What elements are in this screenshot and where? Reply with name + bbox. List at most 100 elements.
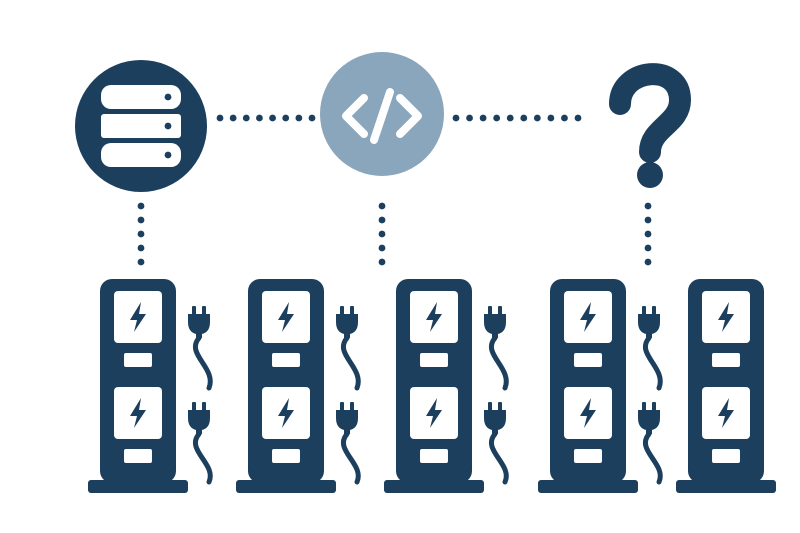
connector-dot (242, 114, 250, 122)
plug-prong (652, 306, 656, 315)
charging-station-2 (236, 279, 361, 493)
api-to-unknown-connector (452, 114, 582, 122)
plug-prong (202, 306, 206, 315)
lightning-bolt-icon (130, 398, 146, 428)
plug-prong (488, 306, 492, 315)
status-indicator (574, 353, 602, 367)
plug-prong (642, 402, 646, 411)
connector-dot (378, 216, 386, 224)
question-mark-icon (609, 63, 691, 188)
database-to-charger-connector (137, 202, 145, 266)
lightning-bolt-icon (580, 302, 596, 332)
connector-dot (378, 244, 386, 252)
charging-bay (564, 291, 612, 367)
connector-dot (452, 114, 460, 122)
connector-dot (378, 202, 386, 210)
charging-cable (341, 431, 361, 485)
unknown-to-charger-connector (644, 202, 652, 266)
connector-dot (644, 244, 652, 252)
charging-cable (643, 335, 663, 391)
lightning-bolt-icon (278, 398, 294, 428)
plug-neck (646, 332, 652, 338)
plug-prong (340, 402, 344, 411)
charging-cable (341, 335, 361, 391)
charging-bay (410, 387, 458, 463)
charging-bay (702, 387, 750, 463)
database-disk-top (101, 85, 181, 109)
plug-prong (498, 306, 502, 315)
plug-body (336, 314, 358, 334)
charging-plug-icon (336, 402, 361, 485)
code-slash (370, 88, 394, 144)
connector-dot (378, 258, 386, 266)
connector-dot (479, 114, 487, 122)
connector-dot (561, 114, 568, 122)
charging-plug-icon (638, 402, 663, 485)
connector-dot (378, 230, 386, 238)
connector-dot (466, 114, 473, 122)
charging-cable (193, 431, 213, 485)
connector-dot (282, 114, 290, 122)
connector-dot (216, 114, 224, 122)
charging-bay (410, 291, 458, 367)
plug-body (484, 410, 506, 430)
plug-prong (488, 402, 492, 411)
charging-bay (262, 387, 310, 463)
plug-prong (192, 402, 196, 411)
charging-plug-icon (188, 402, 213, 485)
status-indicator (124, 353, 152, 367)
connector-dot (229, 114, 237, 122)
status-indicator (712, 449, 740, 463)
charging-plug-icon (638, 306, 663, 391)
connector-dot (269, 114, 276, 122)
plug-prong (642, 306, 646, 315)
charging-station-5 (676, 279, 776, 493)
charging-bay (564, 387, 612, 463)
connector-dot (295, 114, 303, 122)
unknown-node (609, 63, 691, 188)
code-left-bracket (342, 94, 368, 138)
code-right-bracket (396, 94, 422, 138)
lightning-bolt-icon (718, 302, 734, 332)
station-base (676, 480, 776, 493)
status-indicator (272, 353, 300, 367)
charging-cable (489, 431, 509, 485)
connector-dot (137, 230, 145, 238)
lightning-bolt-icon (426, 302, 442, 332)
plug-neck (344, 332, 350, 338)
database-to-api-connector (216, 114, 316, 122)
charging-station-1 (88, 279, 213, 493)
database-icon (101, 85, 181, 167)
database-disk-bottom (101, 143, 181, 167)
status-indicator (272, 449, 300, 463)
station-base (384, 480, 484, 493)
plug-body (336, 410, 358, 430)
plug-body (638, 410, 660, 430)
charging-bay (114, 387, 162, 463)
connector-dot (644, 216, 652, 224)
charging-bay (702, 291, 750, 367)
database-node (75, 60, 207, 192)
charging-station-3 (384, 279, 509, 493)
lightning-bolt-icon (580, 398, 596, 428)
charging-cable (643, 431, 663, 485)
charging-cable (193, 335, 213, 391)
code-brackets-icon (342, 88, 422, 144)
connector-dot (520, 114, 528, 122)
lightning-bolt-icon (278, 302, 294, 332)
plug-prong (202, 402, 206, 411)
connector-dot (506, 114, 514, 122)
plug-neck (344, 428, 350, 434)
lightning-bolt-icon (718, 398, 734, 428)
station-base (236, 480, 336, 493)
lightning-bolt-icon (130, 302, 146, 332)
charging-bay (114, 291, 162, 367)
plug-neck (196, 332, 202, 338)
connector-dot (137, 216, 145, 224)
plug-neck (492, 332, 498, 338)
plug-body (638, 314, 660, 334)
plug-prong (652, 402, 656, 411)
station-base (538, 480, 638, 493)
